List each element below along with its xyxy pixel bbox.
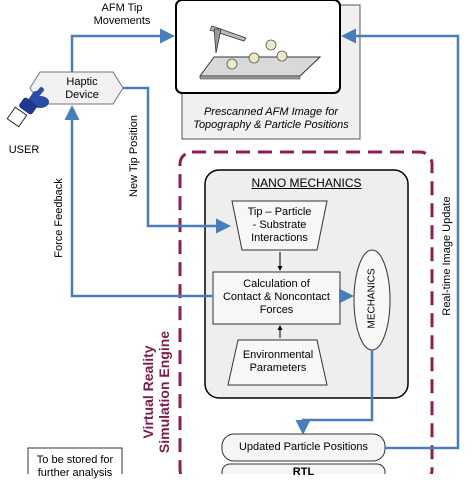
afm-tip-movements-label: AFM Tip Movements	[82, 2, 162, 28]
afm-tip-movements-line1: AFM Tip	[101, 2, 143, 14]
tip-particle-line3: Interactions	[251, 232, 308, 244]
environmental-label: Environmental Parameters	[232, 349, 324, 375]
env-line1: Environmental	[242, 349, 314, 361]
haptic-line2: Device	[65, 89, 99, 101]
prescanned-line1: Prescanned AFM Image for	[203, 106, 339, 118]
engine-label: Virtual Reality Simulation Engine	[140, 322, 172, 462]
calculation-box	[212, 271, 341, 325]
arrow-realtime-update	[341, 28, 460, 450]
particle	[248, 52, 260, 64]
mechanics-label: MECHANICS	[366, 268, 378, 329]
real-time-update-label: Real-time Image Update	[441, 196, 453, 316]
particle	[226, 58, 238, 70]
rtl-label: RTL	[292, 466, 315, 478]
particle	[276, 50, 288, 62]
calc-line1: Calculation of	[243, 278, 310, 290]
afm-tip-movements-line2: Movements	[93, 15, 151, 27]
calc-line3: Forces	[259, 304, 294, 316]
new-tip-position-label: New Tip Position	[128, 115, 140, 197]
stored-line1: To be stored for	[36, 454, 114, 466]
simulation-engine-border	[178, 150, 434, 474]
afm-substrate	[199, 56, 322, 77]
env-line2: Parameters	[249, 362, 307, 374]
force-feedback-label: Force Feedback	[53, 178, 65, 258]
calculation-label: Calculation of Contact & Noncontact Forc…	[213, 278, 340, 317]
tip-particle-line2: - Substrate	[252, 219, 307, 231]
hand-icon	[6, 87, 49, 128]
user-label: USER	[8, 144, 40, 156]
afm-substrate-side	[199, 75, 301, 80]
engine-line2: Simulation Engine	[156, 330, 172, 454]
afm-tip	[213, 28, 222, 54]
tip-particle-shape	[231, 200, 328, 251]
to-be-stored-box	[27, 447, 123, 474]
haptic-device-label: Haptic Device	[52, 76, 112, 102]
nano-mechanics-title: NANO MECHANICS	[251, 176, 362, 190]
tip-particle-line1: Tip – Particle	[247, 206, 312, 218]
tip-particle-label: Tip – Particle - Substrate Interactions	[232, 206, 327, 245]
arrow-mechanics-to-updated	[295, 350, 374, 435]
environmental-parameters-shape	[227, 339, 328, 386]
updated-positions-label: Updated Particle Positions	[238, 441, 368, 453]
to-be-stored-label: To be stored for further analysis	[28, 454, 122, 480]
prescanned-line2: Topography & Particle Positions	[193, 119, 349, 131]
calc-line2: Contact & Noncontact	[222, 291, 330, 303]
arrow-afm-tip-movements	[70, 28, 175, 72]
engine-line1: Virtual Reality	[140, 345, 156, 439]
haptic-line1: Haptic	[66, 76, 98, 88]
arrow-new-tip-position	[123, 86, 231, 234]
prescanned-image-label: Prescanned AFM Image for Topography & Pa…	[182, 106, 360, 132]
particle	[265, 39, 277, 51]
arrow-force-feedback	[64, 105, 213, 298]
rtl-box	[221, 463, 386, 474]
